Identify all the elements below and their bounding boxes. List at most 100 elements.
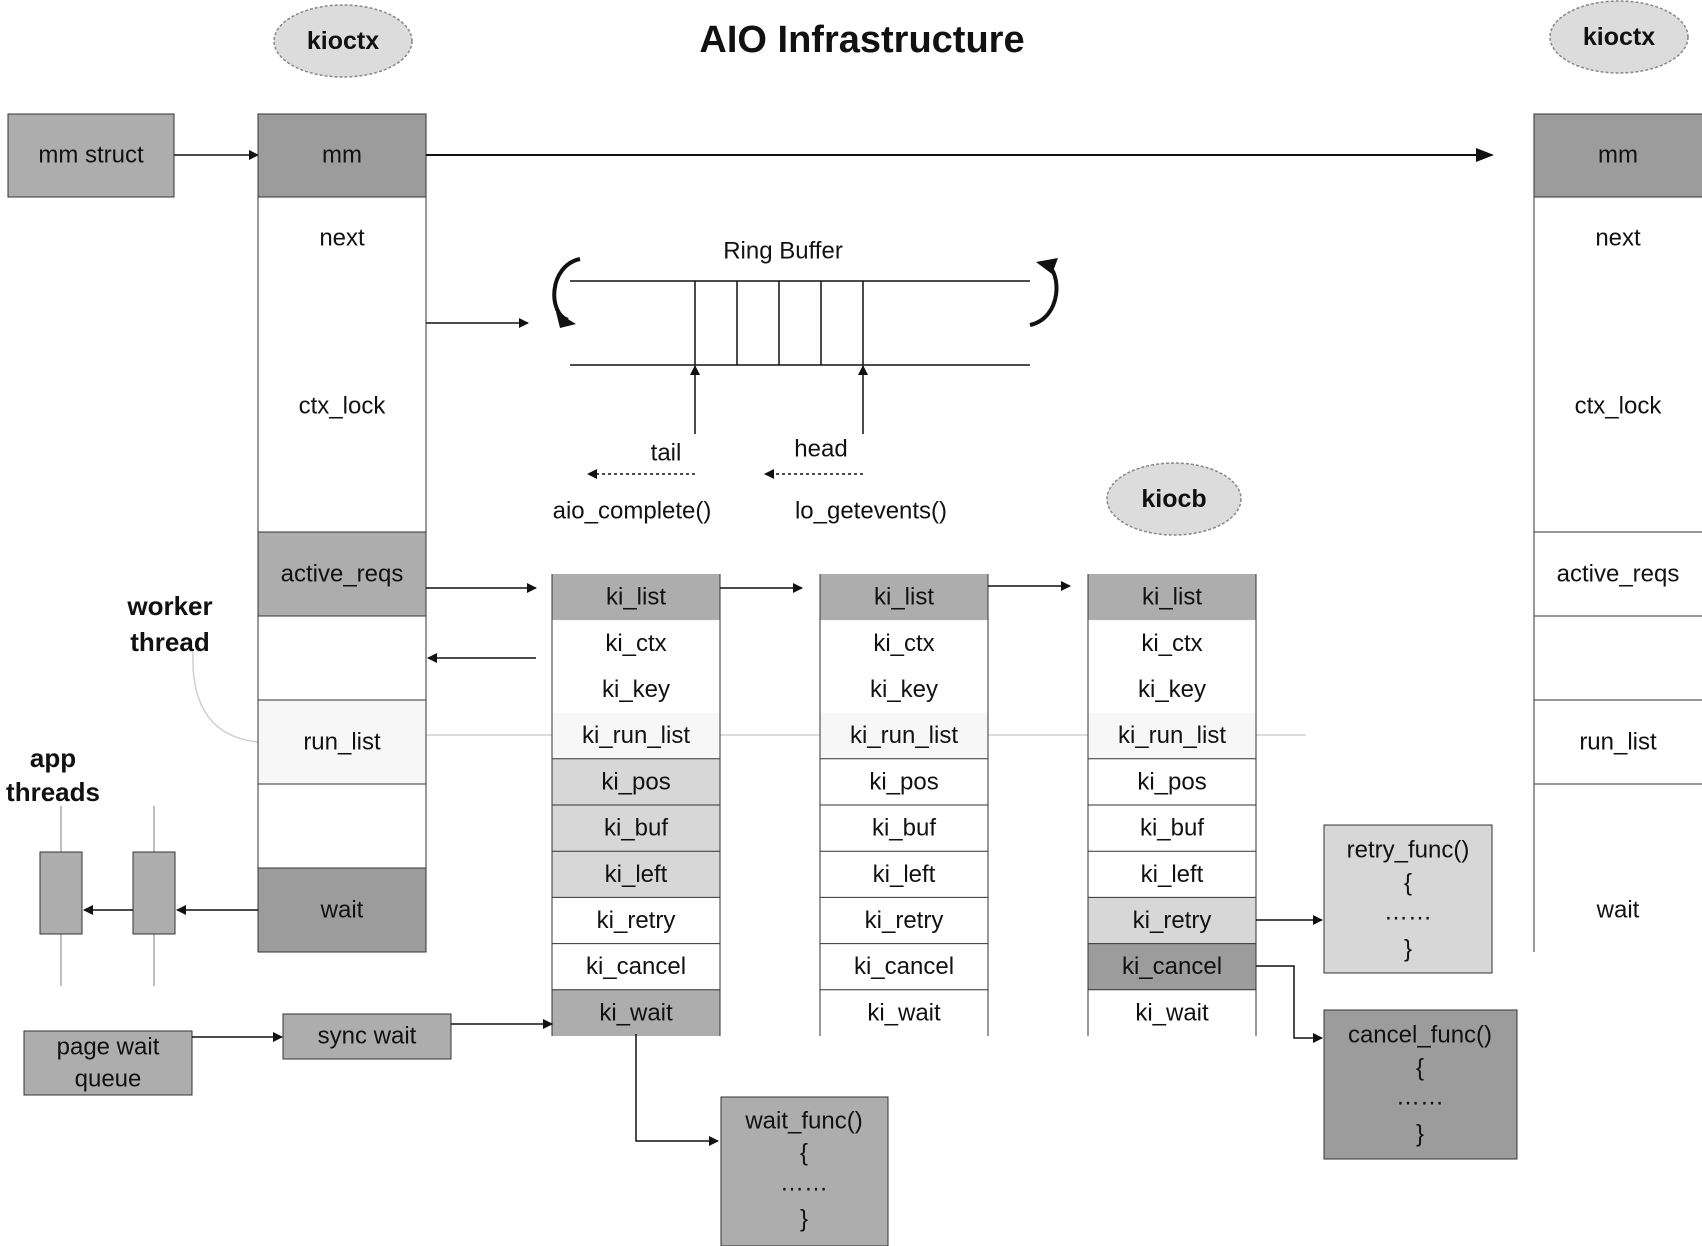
kiocb-field-label: ki_retry <box>1133 907 1212 934</box>
kiocb-struct-2: ki_list ki_ctx ki_key ki_run_list ki_pos ki_b… <box>819 574 989 1036</box>
kiocb-field-label: ki_ctx <box>605 630 666 657</box>
svg-text:kioctx: kioctx <box>307 27 379 55</box>
kioctx-left-run-list-cell <box>257 699 427 785</box>
kiocb-cell <box>552 851 720 898</box>
ring-wrap-left-arrowhead <box>556 312 576 328</box>
kiocb-field-label: ki_buf <box>872 815 936 842</box>
svg-text:……: …… <box>1396 1084 1444 1111</box>
page-wait-queue-box: page wait queue <box>23 1030 193 1096</box>
svg-text:……: …… <box>1384 899 1432 926</box>
kiocb-field-label: ki_key <box>1138 676 1206 703</box>
kiocb-cell <box>1088 620 1256 667</box>
kiocb-field-label: ki_left <box>873 861 936 888</box>
svg-text:}: } <box>800 1206 808 1233</box>
kiocb-field-label: ki_cancel <box>1122 953 1222 980</box>
kiocb-field-label: ki_run_list <box>582 722 690 749</box>
kiocb-cell <box>552 666 720 713</box>
run-list-chain <box>192 651 1306 743</box>
svg-text:}: } <box>1404 936 1412 963</box>
kiocb-field-label: ki_pos <box>1137 768 1206 795</box>
kioctx-left-ctxlock-label: ctx_lock <box>299 393 387 420</box>
kioctx-left-ellipse: kioctx <box>273 4 413 78</box>
kioctx-right-ellipse: kioctx <box>1549 0 1689 74</box>
kiocb-field-label: ki_buf <box>604 815 668 842</box>
kiocb-cell <box>552 943 720 990</box>
mm-struct-box: mm struct <box>7 113 175 198</box>
kiocb-field-label: ki_ctx <box>873 630 934 657</box>
kiocb-cell <box>820 897 988 944</box>
ring-wrap-right-arrowhead <box>1036 258 1058 274</box>
kiocb-cell <box>552 758 720 805</box>
worker-thread-label-line1: worker <box>126 591 212 621</box>
sync-wait-box: sync wait <box>282 1013 452 1060</box>
kiocb-field-label: ki_run_list <box>850 722 958 749</box>
kiocb-cell <box>552 805 720 852</box>
kiocb-field-label: ki_wait <box>867 999 941 1026</box>
kioctx-left-wait-label: wait <box>320 897 364 924</box>
io-getevents-label: lo_getevents() <box>795 498 947 525</box>
kiocb-field-label: ki_ctx <box>1141 630 1202 657</box>
ki-cancel-to-cancel-func-arrow <box>1256 965 1323 1043</box>
kiocb-field-label: ki_wait <box>1135 999 1209 1026</box>
kiocb-field-label: ki_key <box>870 676 938 703</box>
kiocb-field-label: ki_left <box>1141 861 1204 888</box>
kiocb-field-label: ki_pos <box>869 768 938 795</box>
ki-wait-to-wait-func-arrow <box>635 1034 719 1146</box>
kiocb-cell <box>1088 805 1256 852</box>
kiocb-cell <box>552 620 720 667</box>
svg-text:kioctx: kioctx <box>1583 23 1655 51</box>
kiocb-field-label: ki_retry <box>597 907 676 934</box>
kioctx-right-active-reqs-label: active_reqs <box>1557 561 1680 588</box>
kioctx-left-blank-cell-2 <box>257 783 427 869</box>
kiocb-cell <box>1088 574 1256 621</box>
kioctx-right-mm-label: mm <box>1598 142 1638 169</box>
kiocb-cell <box>1088 989 1256 1036</box>
svg-text:……: …… <box>780 1170 828 1197</box>
svg-text:cancel_func(): cancel_func() <box>1348 1022 1492 1049</box>
kiocb-chain: ki_list ki_ctx ki_key ki_run_list ki_pos ki_b… <box>551 574 1257 1036</box>
svg-text:kiocb: kiocb <box>1141 485 1206 513</box>
app-thread-2 <box>132 806 176 986</box>
kioctx-left-blank-cell <box>257 615 427 701</box>
kiocb-struct-1: ki_listki_ctxki_keyki_run_listki_poski_b… <box>551 574 721 1036</box>
ring-buffer-label: Ring Buffer <box>723 238 843 265</box>
svg-text:}: } <box>1416 1121 1424 1148</box>
kioctx-right-ctxlock-label: ctx_lock <box>1575 393 1663 420</box>
kiocb-field-label: ki_cancel <box>854 953 954 980</box>
svg-text:{: { <box>800 1140 808 1167</box>
kioctx-left-next-label: next <box>319 225 365 252</box>
kioctx-left-mm-cell <box>257 113 427 198</box>
kioctx-right-mm-cell <box>1533 113 1702 198</box>
svg-text:mm struct: mm struct <box>38 142 144 169</box>
kiocb-cell <box>820 620 988 667</box>
svg-text:{: { <box>1404 870 1412 897</box>
kiocb-field-label: ki_list <box>606 584 666 611</box>
kioctx-left-run-list-label: run_list <box>303 729 381 756</box>
kioctx-right-next-label: next <box>1595 225 1641 252</box>
kiocb-cell <box>1088 758 1256 805</box>
kiocb-field-label: ki_wait <box>599 999 673 1026</box>
worker-thread-label-line2: thread <box>130 627 209 657</box>
svg-text:page wait: page wait <box>57 1034 160 1061</box>
kioctx-right-wait-label: wait <box>1596 897 1640 924</box>
kiocb-cell <box>1088 712 1256 759</box>
svg-text:{: { <box>1416 1055 1424 1082</box>
kiocb-cell <box>820 758 988 805</box>
kiocb-cell <box>820 989 988 1036</box>
kiocb-field-label: ki_buf <box>1140 815 1204 842</box>
kiocb-cell <box>1088 851 1256 898</box>
kiocb-ellipse: kiocb <box>1106 462 1242 536</box>
kiocb-cell <box>820 574 988 621</box>
kiocb-struct-3: ki_listki_ctxki_keyki_run_listki_poski_b… <box>1087 574 1257 1036</box>
kiocb-field-label: ki_run_list <box>1118 722 1226 749</box>
ring-wrap-right-arrow <box>1029 262 1059 327</box>
svg-text:retry_func(): retry_func() <box>1347 837 1470 864</box>
kiocb-cell <box>820 666 988 713</box>
ring-buffer: Ring Buffer <box>552 238 1059 366</box>
kiocb-field-label: ki_list <box>874 584 934 611</box>
ring-wrap-left-arrow <box>552 257 581 322</box>
svg-text:sync wait: sync wait <box>318 1023 417 1050</box>
kiocb-field-label: ki_pos <box>601 768 670 795</box>
kiocb-field-label: ki_retry <box>865 907 944 934</box>
kioctx-left-active-reqs-label: active_reqs <box>281 561 404 588</box>
